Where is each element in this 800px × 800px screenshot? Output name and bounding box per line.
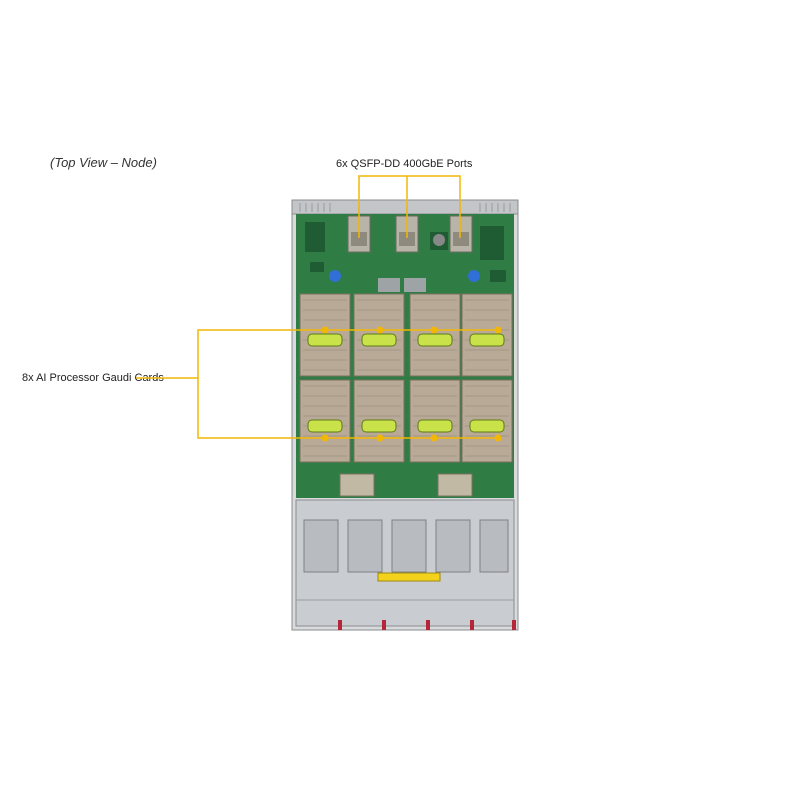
retention-clip-icon <box>417 419 453 433</box>
callout-dots <box>321 326 502 442</box>
gaudi-card-8 <box>461 379 513 463</box>
ports-callout-label: 6x QSFP-DD 400GbE Ports <box>336 158 473 170</box>
gaudi-cards <box>299 293 513 463</box>
retention-clip-icon <box>307 419 343 433</box>
gaudi-card-1 <box>299 293 351 377</box>
cards-callout-lines <box>136 329 500 439</box>
mount-screw-icon <box>329 270 341 282</box>
riser-connector <box>437 473 473 497</box>
gaudi-card-3 <box>409 293 461 377</box>
riser-connector <box>339 473 375 497</box>
gaudi-card-5 <box>299 379 351 463</box>
callout-dot <box>430 434 438 442</box>
callout-dot <box>376 434 384 442</box>
cards-callout-label: 8x AI Processor Gaudi Cards <box>22 372 164 384</box>
gaudi-card-4 <box>461 293 513 377</box>
pcb-chip <box>404 278 426 292</box>
release-tab-icon <box>338 620 516 630</box>
callout-dot <box>494 434 502 442</box>
gaudi-card-2 <box>353 293 405 377</box>
warning-label <box>377 572 441 582</box>
retention-clip-icon <box>469 419 505 433</box>
lower-pcb-strip <box>296 470 514 498</box>
pcb-chip <box>378 278 400 292</box>
callout-dot <box>494 326 502 334</box>
rear-vents <box>299 203 511 212</box>
gaudi-card-7 <box>409 379 461 463</box>
retention-clip-icon <box>361 419 397 433</box>
gaudi-card-6 <box>353 379 405 463</box>
retention-clip-icon <box>469 333 505 347</box>
pcb-battery <box>433 234 445 246</box>
qsfp-port-cages <box>347 215 473 253</box>
callout-dot <box>321 326 329 334</box>
drive-bays <box>303 519 509 573</box>
rear-rail <box>291 199 519 215</box>
retention-clip-icon <box>417 333 453 347</box>
callout-dot <box>430 326 438 334</box>
retention-clip-icon <box>361 333 397 347</box>
view-title: (Top View – Node) <box>50 155 157 170</box>
mount-screw-icon <box>468 270 480 282</box>
callout-dot <box>376 326 384 334</box>
retention-clip-icon <box>307 333 343 347</box>
callout-dot <box>321 434 329 442</box>
ports-callout-lines <box>358 175 461 238</box>
